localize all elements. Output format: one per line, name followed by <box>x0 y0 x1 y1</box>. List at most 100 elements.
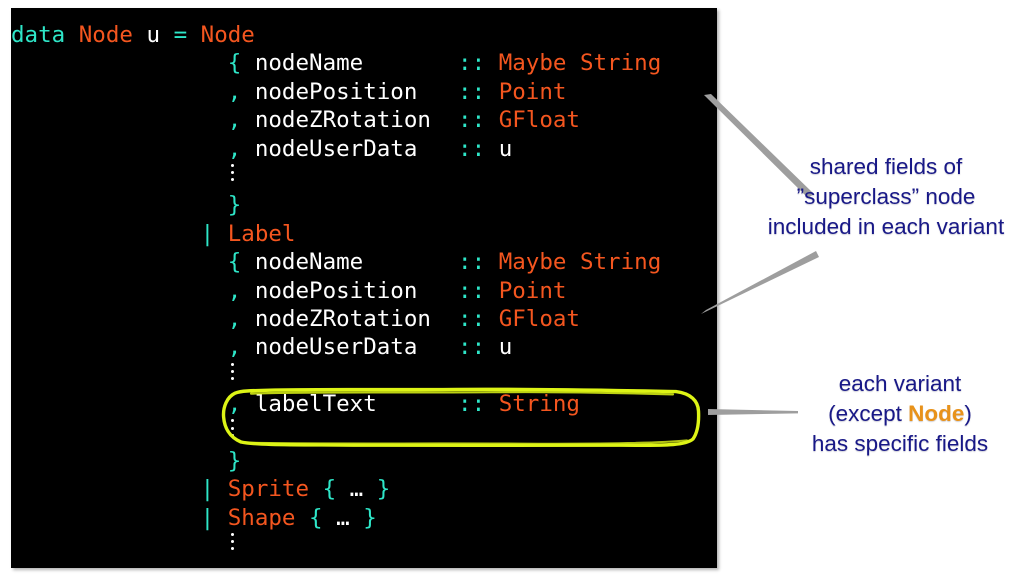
code-token: } <box>363 504 377 531</box>
code-token: nodeName <box>254 249 459 276</box>
code-token: Point <box>498 78 567 105</box>
code-token: GFloat <box>498 305 580 332</box>
code-token <box>11 334 228 360</box>
code-token: nodeUserData <box>254 135 459 162</box>
code-token: … <box>349 476 377 503</box>
code-token: Node <box>78 22 147 48</box>
code-token: nodePosition <box>254 78 459 105</box>
code-token: Sprite <box>227 476 323 503</box>
code-token: Node <box>200 22 255 48</box>
code-token: :: <box>458 78 499 105</box>
code-line: { nodeName :: Maybe String <box>11 49 717 77</box>
code-line: , nodeUserData :: u <box>11 135 717 163</box>
code-token: , <box>227 107 255 134</box>
code-token: } <box>227 447 242 474</box>
code-token: | <box>200 476 228 503</box>
code-token <box>11 535 228 561</box>
code-line: , nodeZRotation :: GFloat <box>11 106 717 134</box>
code-line: , nodePosition :: Point <box>11 277 717 305</box>
code-token <box>11 278 228 304</box>
annotation-variant-fields: each variant (except Node) has specific … <box>784 369 1016 459</box>
code-token: GFloat <box>498 107 580 134</box>
annotation-shared-line-1: shared fields of <box>809 154 963 179</box>
code-line: , nodeZRotation :: GFloat <box>11 305 717 333</box>
code-token: u <box>498 135 513 162</box>
code-token: , <box>227 78 255 105</box>
code-token <box>11 364 228 390</box>
code-line: | Shape { … } <box>11 504 717 532</box>
annotation-shared-fields: shared fields of ”superclass” node inclu… <box>754 152 1018 242</box>
code-token: labelText <box>254 391 459 418</box>
code-line: | Sprite { … } <box>11 475 717 503</box>
code-token: , <box>227 391 255 418</box>
code-token: } <box>376 476 391 503</box>
code-token: u <box>498 334 513 361</box>
vertical-ellipsis-icon <box>228 532 242 555</box>
code-line <box>11 163 717 191</box>
code-token: | <box>200 220 228 247</box>
code-token: nodePosition <box>254 277 459 304</box>
code-token: { <box>322 476 350 503</box>
annotation-shared-line-3: included in each variant <box>767 214 1005 239</box>
code-token: :: <box>458 135 499 162</box>
code-token <box>11 448 228 474</box>
annotation-variant-line-3: has specific fields <box>811 431 989 456</box>
code-token: nodeZRotation <box>254 107 459 134</box>
code-token: , <box>227 135 255 162</box>
code-token <box>11 165 228 191</box>
code-token: :: <box>458 107 499 134</box>
code-token: { <box>309 504 337 531</box>
code-token <box>11 249 228 275</box>
code-token: | <box>200 504 228 531</box>
code-token <box>11 505 201 531</box>
code-token: Label <box>227 220 296 247</box>
code-token: :: <box>458 334 499 361</box>
code-token <box>11 391 228 417</box>
code-token: Maybe String <box>498 50 662 77</box>
code-line: , nodeUserData :: u <box>11 333 717 361</box>
code-line: , nodePosition :: Point <box>11 78 717 106</box>
code-token <box>11 50 228 76</box>
code-token: , <box>227 305 255 332</box>
code-token: :: <box>458 249 499 276</box>
annotation-variant-line-2-pre: (except <box>828 401 909 426</box>
code-line: { nodeName :: Maybe String <box>11 248 717 276</box>
code-token: … <box>336 504 364 531</box>
code-token: Shape <box>227 504 310 531</box>
code-lines: data Node u = Node { nodeName :: Maybe S… <box>11 21 717 560</box>
code-token <box>11 192 228 218</box>
code-line: , labelText :: String <box>11 390 717 418</box>
annotation-variant-line-1: each variant <box>838 371 962 396</box>
code-token <box>11 476 201 502</box>
code-token: , <box>227 334 255 361</box>
code-token <box>11 79 228 105</box>
code-token: nodeZRotation <box>254 305 459 332</box>
code-token: { <box>227 50 255 77</box>
annotation-variant-line-2: (except Node) <box>784 399 1016 429</box>
annotation-variant-line-2-post: ) <box>964 401 972 426</box>
code-token: String <box>498 391 580 418</box>
code-token <box>11 421 228 447</box>
code-token: data <box>11 22 79 48</box>
annotation-variant-node-accent: Node <box>908 401 965 426</box>
code-token: { <box>227 249 255 276</box>
vertical-ellipsis-icon <box>228 418 242 441</box>
code-token: nodeUserData <box>254 334 459 361</box>
code-token: Point <box>498 277 567 304</box>
code-token: :: <box>458 305 499 332</box>
code-token: :: <box>458 50 499 77</box>
annotation-shared-line-2: ”superclass” node <box>796 184 976 209</box>
vertical-ellipsis-icon <box>228 163 242 186</box>
code-token: } <box>227 192 242 219</box>
code-line: | Label <box>11 220 717 248</box>
code-token: :: <box>458 391 499 418</box>
code-line <box>11 532 717 560</box>
vertical-ellipsis-icon <box>228 362 242 385</box>
code-token: u <box>146 22 174 48</box>
code-line: } <box>11 447 717 475</box>
code-token: = <box>173 22 201 48</box>
code-token <box>11 136 228 162</box>
code-line: } <box>11 191 717 219</box>
code-block: data Node u = Node { nodeName :: Maybe S… <box>11 8 717 568</box>
